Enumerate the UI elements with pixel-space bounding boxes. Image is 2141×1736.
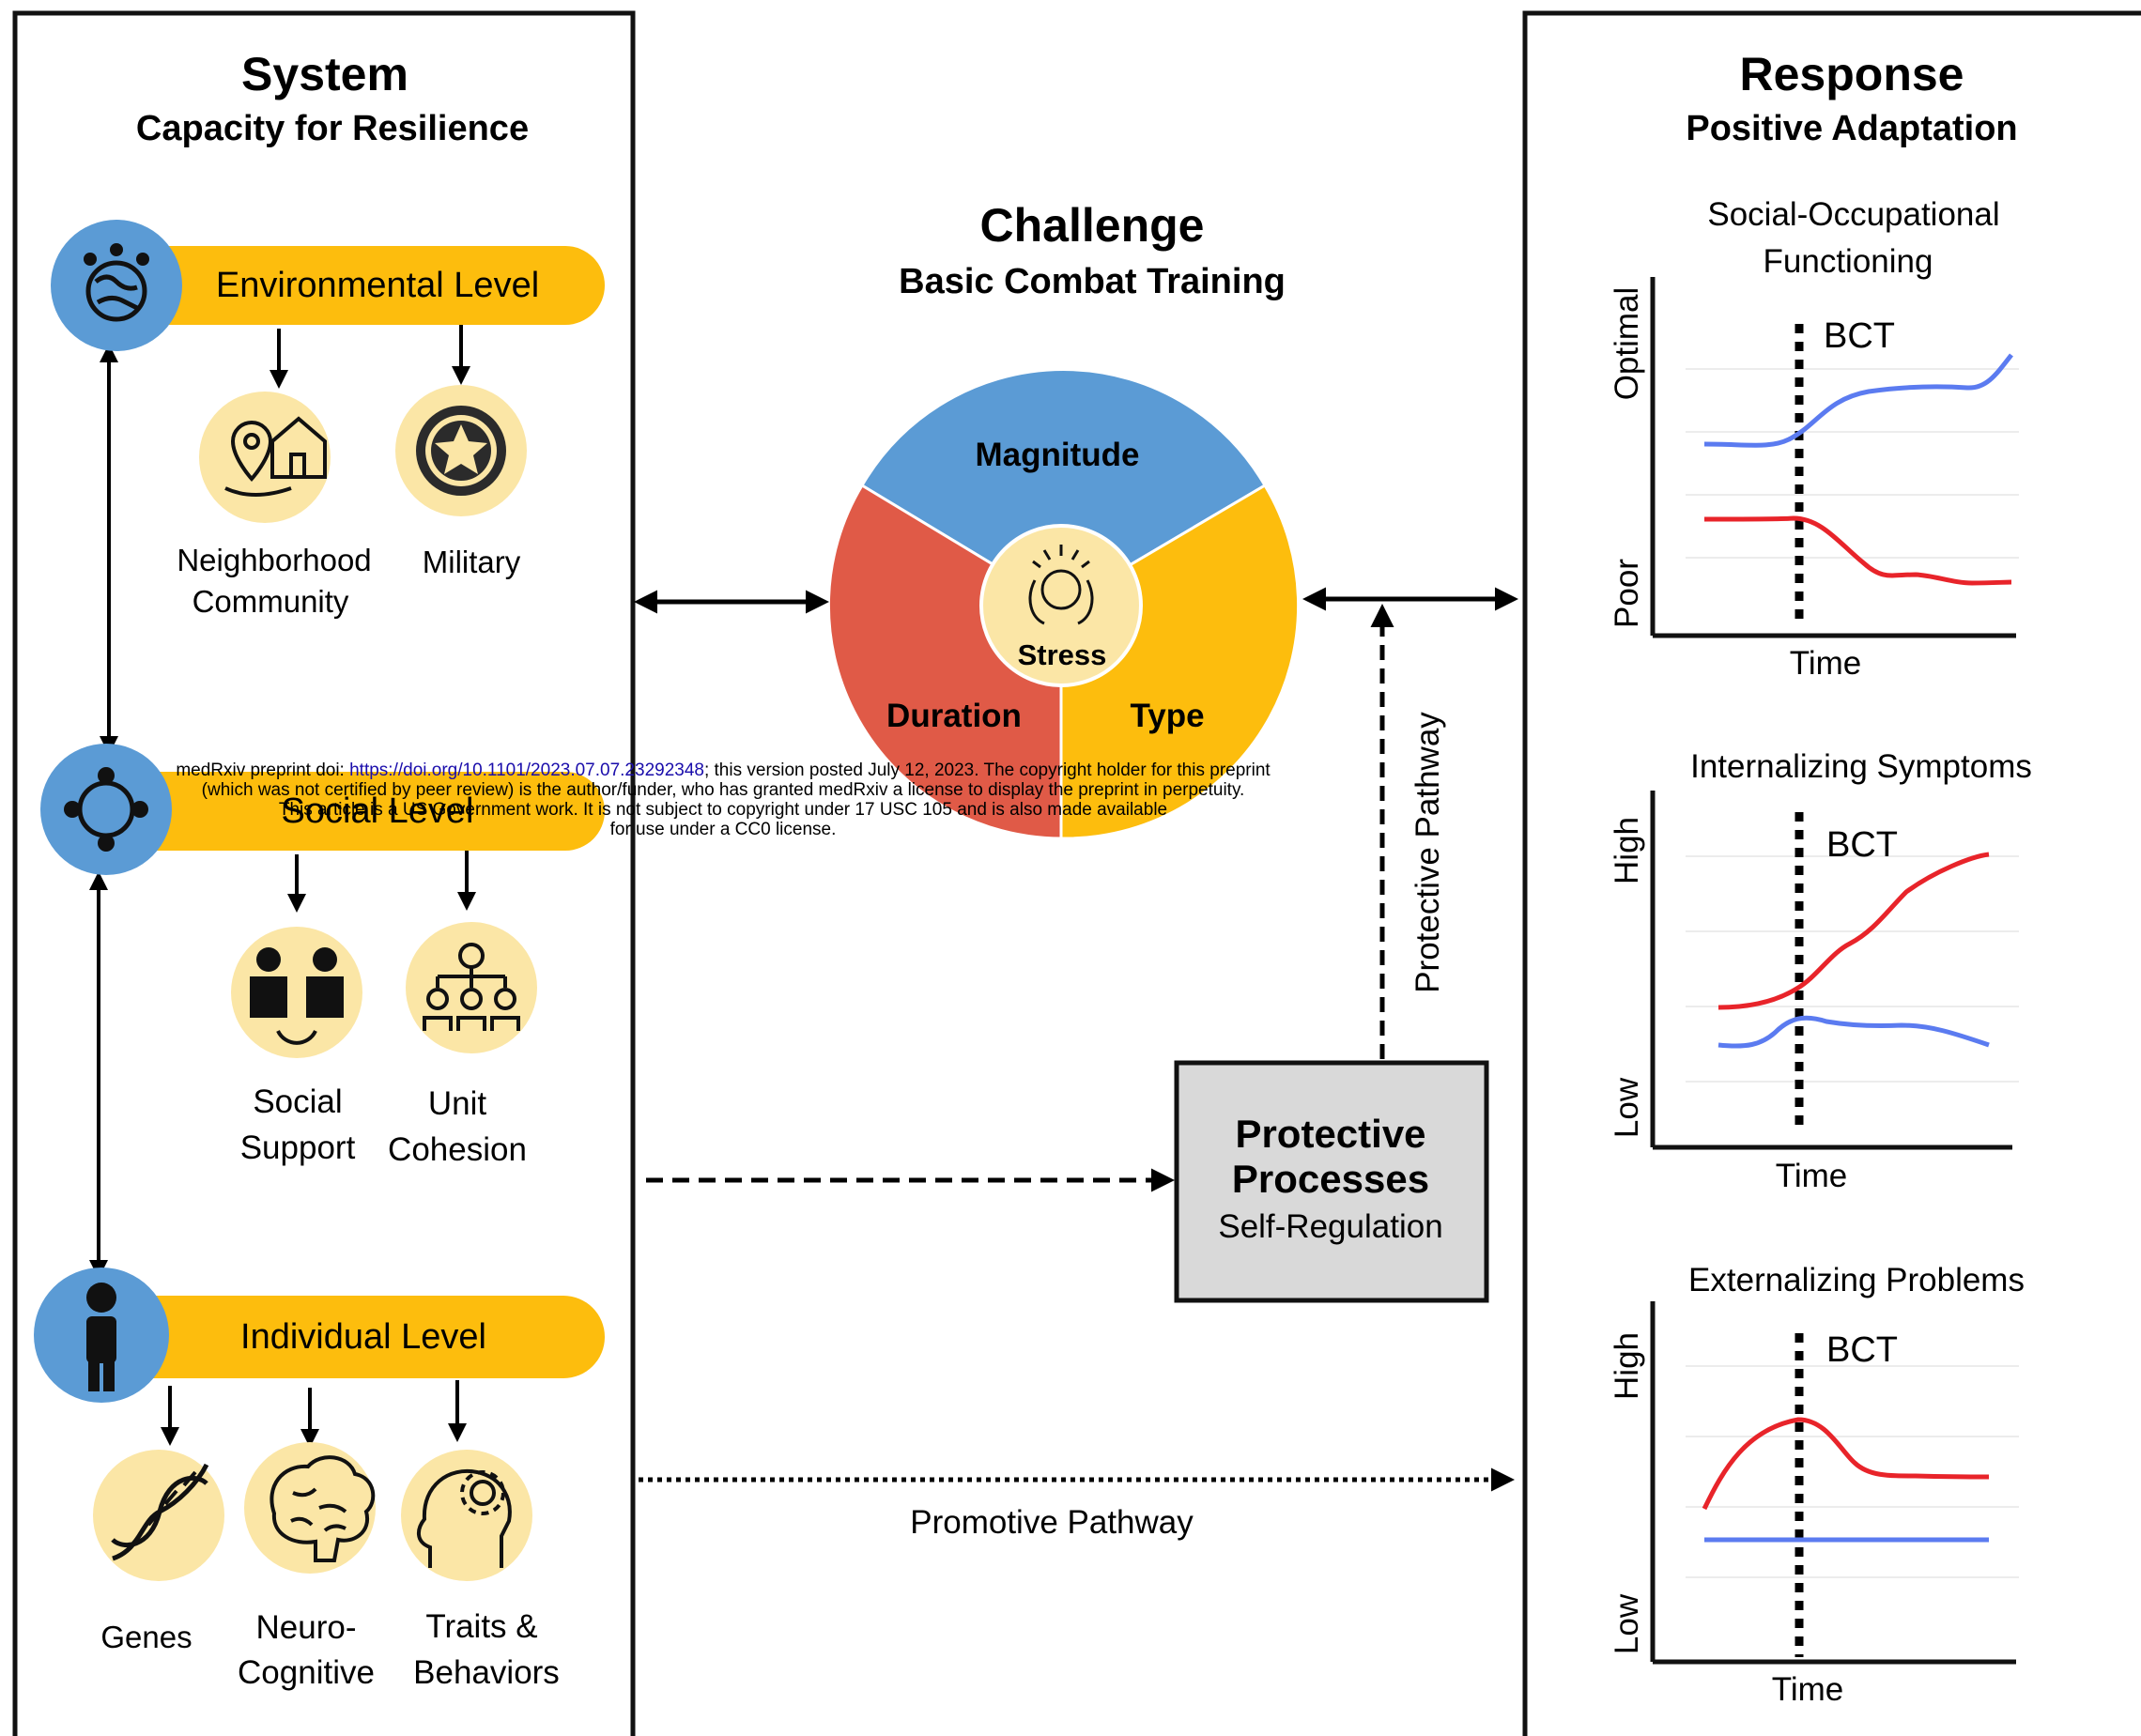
chart3-x-label: Time: [1772, 1671, 1843, 1708]
individual-level: Individual Level Genes Neuro-: [34, 1267, 605, 1691]
chart2-red-line: [1717, 852, 1990, 1010]
preprint-notice-line1: medRxiv preprint doi: https://doi.org/10…: [94, 760, 1352, 780]
magnitude-segment: [859, 367, 1268, 607]
dna-icon: [111, 1463, 209, 1561]
neighborhood-label-line1: Neighborhood: [177, 543, 371, 577]
chart1-title-line1: Social-Occupational: [1707, 196, 1999, 233]
protective-processes-box: [1174, 1060, 1489, 1303]
response-panel: Response Positive Adaptation Social-Occu…: [1522, 10, 2141, 1736]
chart3-bct-label: BCT: [1826, 1330, 1898, 1370]
chart2-y-low: Low: [1609, 1077, 1645, 1138]
globe-people-icon: [84, 243, 149, 322]
preprint-doi-link[interactable]: https://doi.org/10.1101/2023.07.07.23292…: [349, 760, 704, 780]
protective-pathway-label: Protective Pathway: [1409, 712, 1446, 993]
chart1-title-line2: Functioning: [1764, 243, 1933, 280]
challenge-pie: Stress Magnitude Duration Type: [826, 367, 1301, 840]
social-level-bar: [103, 772, 605, 851]
externalizing-chart: Externalizing Problems BCT High Low Time: [1609, 1262, 2025, 1708]
person-icon: [86, 1283, 116, 1391]
chart1-y-low: Poor: [1609, 559, 1645, 628]
unit-cohesion-label-line1: Unit: [428, 1085, 487, 1122]
promotive-section: Promotive Pathway: [639, 1467, 1515, 1541]
chart1-bct-label: BCT: [1824, 316, 1895, 356]
brain-icon: [270, 1455, 376, 1562]
social-occupational-chart: Social-Occupational Functioning BCT Opti…: [1609, 196, 2019, 682]
system-panel: System Capacity for Resilience Environme…: [12, 10, 636, 1736]
system-panel-border: [12, 10, 636, 1736]
chart1-gridlines: [1686, 368, 2019, 559]
chart3-y-high: High: [1609, 1332, 1645, 1400]
protective-box-line3: Self-Regulation: [1218, 1208, 1442, 1245]
stress-label: Stress: [1018, 638, 1107, 671]
stress-center: [979, 524, 1143, 687]
challenge-section: Challenge Basic Combat Training Stress M…: [634, 199, 1518, 840]
preprint-notice-line3: This article is a US Government work. It…: [278, 800, 1168, 820]
environmental-level: Environmental Level Neighborhood Communi…: [51, 220, 605, 619]
social-level-badge: [40, 744, 172, 875]
protective-box-line2: Processes: [1232, 1157, 1429, 1201]
environmental-level-bar: [113, 246, 605, 325]
preprint-notice: medRxiv preprint doi: https://doi.org/10…: [94, 760, 1352, 839]
preprint-prefix: medRxiv preprint doi:: [176, 760, 350, 780]
chart1-blue-line: [1703, 353, 2013, 448]
environmental-level-badge: [51, 220, 182, 351]
system-subtitle: Capacity for Resilience: [136, 109, 529, 148]
people-network-icon: [64, 767, 148, 852]
chart1-y-high: Optimal: [1609, 287, 1645, 401]
chart1-x-label: Time: [1790, 645, 1861, 682]
stressed-head-icon: [1028, 545, 1094, 625]
people-exchange-icon: [250, 947, 344, 1045]
traits-label-line1: Traits &: [425, 1608, 537, 1645]
neurocognitive-icon-badge: [244, 1442, 376, 1574]
unit-cohesion-label-line2: Cohesion: [388, 1131, 527, 1168]
social-support-label-line1: Social: [253, 1083, 342, 1120]
star-badge-icon: [416, 406, 506, 496]
challenge-title: Challenge: [980, 199, 1205, 252]
chart2-bct-label: BCT: [1826, 825, 1898, 865]
house-location-icon: [224, 416, 327, 497]
military-label: Military: [423, 545, 521, 579]
chart3-gridlines: [1686, 1365, 2019, 1578]
response-title: Response: [1740, 48, 1964, 100]
protective-section: Protective Processes Self-Regulation Pro…: [646, 604, 1489, 1303]
chart2-y-high: High: [1609, 817, 1645, 884]
chart3-title: Externalizing Problems: [1688, 1262, 2025, 1298]
team-hierarchy-icon: [423, 943, 520, 1031]
individual-level-label: Individual Level: [240, 1317, 486, 1357]
protective-box-line1: Protective: [1235, 1112, 1425, 1156]
preprint-suffix: ; this version posted July 12, 2023. The…: [703, 760, 1271, 780]
social-level-label: Social Level: [282, 791, 474, 831]
head-gear-icon: [417, 1469, 512, 1568]
type-label: Type: [1130, 698, 1204, 734]
social-level: Social Level Social Support: [40, 744, 605, 1168]
promotive-pathway-label: Promotive Pathway: [910, 1504, 1194, 1541]
internalizing-chart: Internalizing Symptoms BCT High Low Time: [1609, 748, 2032, 1194]
neighborhood-label-line2: Community: [193, 584, 349, 619]
preprint-notice-line2: (which was not certified by peer review)…: [201, 780, 1245, 800]
challenge-subtitle: Basic Combat Training: [899, 262, 1286, 301]
response-panel-border: [1522, 10, 2141, 1736]
chart2-x-label: Time: [1776, 1158, 1847, 1194]
chart3-red-line: [1702, 1417, 1990, 1511]
response-subtitle: Positive Adaptation: [1686, 109, 2017, 148]
chart3-y-low: Low: [1609, 1593, 1645, 1654]
traits-label-line2: Behaviors: [413, 1654, 560, 1691]
chart2-title: Internalizing Symptoms: [1690, 748, 2032, 785]
magnitude-label: Magnitude: [976, 437, 1140, 473]
genes-label: Genes: [100, 1620, 192, 1654]
neurocognitive-label-line2: Cognitive: [238, 1654, 375, 1691]
neurocognitive-label-line1: Neuro-: [256, 1609, 357, 1646]
chart2-blue-line: [1717, 1015, 1990, 1049]
system-title: System: [241, 48, 408, 100]
social-support-label-line2: Support: [240, 1129, 356, 1166]
environmental-level-label: Environmental Level: [216, 266, 539, 305]
individual-level-bar: [101, 1296, 605, 1378]
chart1-red-line: [1703, 515, 2012, 586]
duration-label: Duration: [886, 698, 1022, 734]
preprint-notice-line4: for use under a CC0 license.: [609, 820, 837, 839]
